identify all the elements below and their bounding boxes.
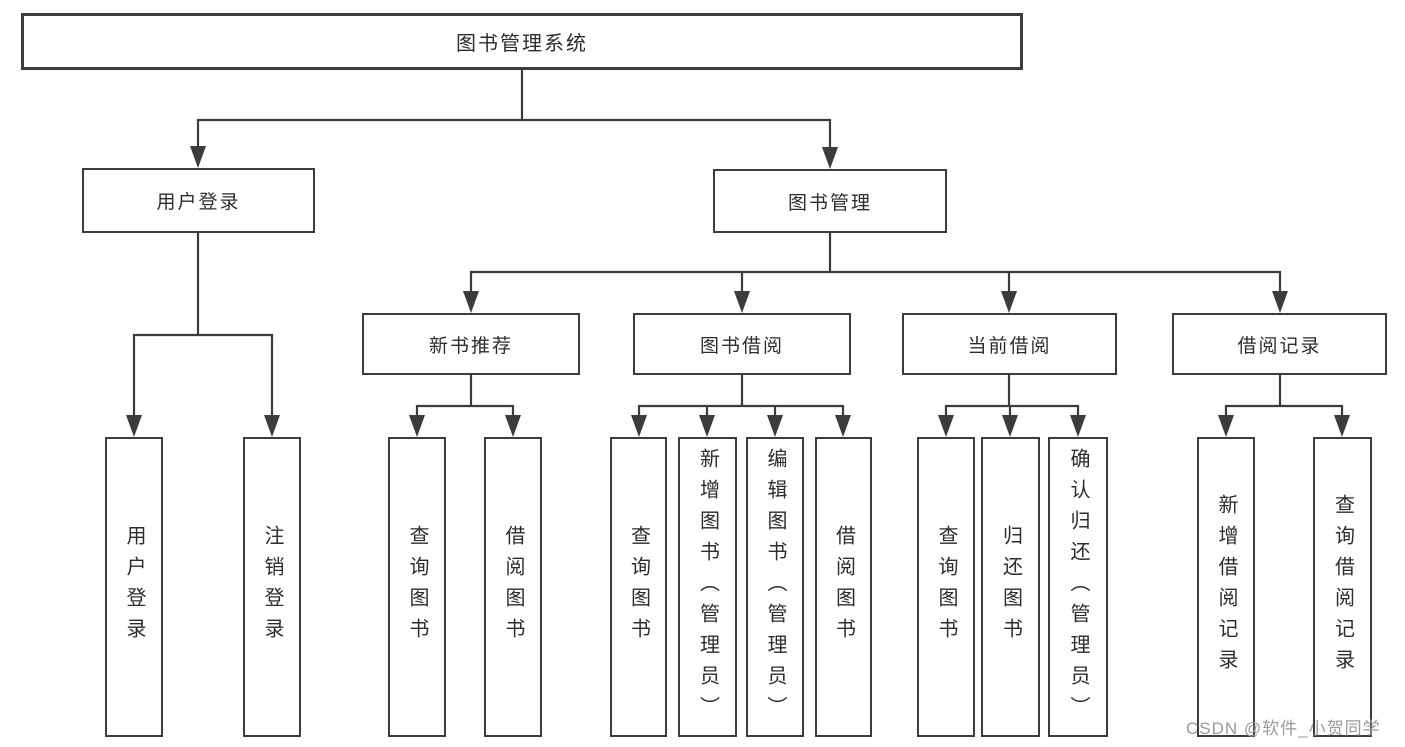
leaf-edit-books-admin: 编辑图书（管理员） <box>746 437 804 737</box>
node-library-management-system: 图书管理系统 <box>21 13 1023 70</box>
leaf-confirm-return-admin: 确认归还（管理员） <box>1048 437 1108 737</box>
node-borrowing-records: 借阅记录 <box>1172 313 1387 375</box>
leaf-add-books-admin: 新增图书（管理员） <box>678 437 737 737</box>
leaf-user-login: 用户登录 <box>105 437 163 737</box>
leaf-query-books: 查询图书 <box>388 437 446 737</box>
leaf-query-borrow-record: 查询借阅记录 <box>1313 437 1372 737</box>
leaf-query-books: 查询图书 <box>610 437 667 737</box>
leaf-query-books: 查询图书 <box>917 437 975 737</box>
leaf-add-borrow-record: 新增借阅记录 <box>1197 437 1255 737</box>
node-current-borrowing: 当前借阅 <box>902 313 1117 375</box>
leaf-logout: 注销登录 <box>243 437 301 737</box>
leaf-borrow-books: 借阅图书 <box>815 437 872 737</box>
node-new-book-recommend: 新书推荐 <box>362 313 580 375</box>
leaf-return-books: 归还图书 <box>981 437 1040 737</box>
csdn-watermark: CSDN @软件_小贺同学 <box>1186 719 1381 738</box>
node-user-login: 用户登录 <box>82 168 315 233</box>
node-book-management: 图书管理 <box>713 169 947 233</box>
leaf-borrow-books: 借阅图书 <box>484 437 542 737</box>
node-book-borrowing: 图书借阅 <box>633 313 851 375</box>
